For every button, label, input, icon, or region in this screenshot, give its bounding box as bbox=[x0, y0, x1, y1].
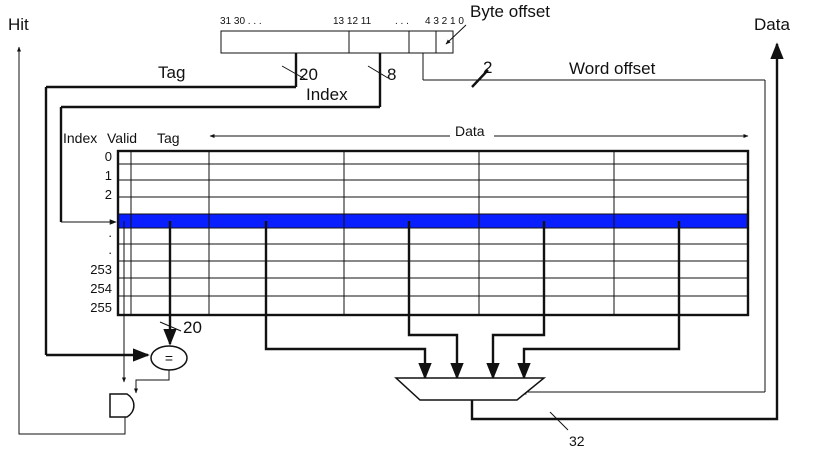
header-index: Index bbox=[63, 130, 97, 146]
address-bits-dots: . . . bbox=[395, 16, 409, 27]
row-index-255: 255 bbox=[90, 300, 112, 315]
compare-tag-width-label: 20 bbox=[183, 318, 202, 337]
row-index-254: 254 bbox=[90, 281, 112, 296]
header-tag: Tag bbox=[157, 130, 180, 146]
data-header-backdrop bbox=[450, 124, 494, 138]
hit-output-line bbox=[17, 46, 126, 435]
word-offset-path bbox=[422, 53, 766, 395]
table-border bbox=[116, 149, 750, 317]
compare-result-line bbox=[134, 370, 170, 394]
address-register bbox=[220, 30, 454, 54]
data-output-line bbox=[470, 42, 784, 421]
and-gate bbox=[109, 393, 135, 418]
comparator-symbol: = bbox=[165, 350, 173, 366]
hit-label: Hit bbox=[8, 15, 29, 34]
address-bits-lower: 4 3 2 1 0 bbox=[425, 16, 464, 27]
cache-table bbox=[116, 149, 750, 317]
word-offset-width-label: 2 bbox=[483, 58, 492, 77]
table-column-lines bbox=[130, 151, 615, 315]
row-index-2: 2 bbox=[105, 187, 112, 202]
address-bits-middle: 13 12 11 bbox=[333, 16, 372, 27]
byte-offset-label: Byte offset bbox=[470, 2, 550, 21]
multiplexer bbox=[394, 377, 547, 401]
data-word-lines bbox=[264, 221, 681, 380]
word-offset-label: Word offset bbox=[569, 59, 656, 78]
tag-field-label: Tag bbox=[158, 63, 185, 82]
data-output-label: Data bbox=[754, 15, 790, 34]
row-index-253: 253 bbox=[90, 262, 112, 277]
table-row-lines bbox=[118, 163, 748, 297]
tag-path bbox=[44, 53, 306, 362]
row-index-1: 1 bbox=[105, 168, 112, 183]
row-index-dot-2: . bbox=[108, 242, 112, 257]
index-path bbox=[59, 53, 389, 225]
row-index-dot-1: . bbox=[108, 225, 112, 240]
stored-tag-path bbox=[159, 221, 182, 346]
data-output-width-tick bbox=[549, 411, 569, 431]
header-data: Data bbox=[455, 123, 485, 139]
tag-width-label: 20 bbox=[299, 65, 318, 84]
row-index-0: 0 bbox=[105, 149, 112, 164]
index-width-label: 8 bbox=[387, 65, 396, 84]
index-field-label: Index bbox=[306, 85, 348, 104]
address-bits-upper: 31 30 . . . bbox=[220, 16, 262, 27]
highlighted-row bbox=[118, 214, 748, 228]
byte-offset-pointer bbox=[445, 24, 467, 45]
mux-output-width-label: 32 bbox=[569, 433, 585, 449]
header-valid: Valid bbox=[107, 130, 137, 146]
row-index-labels: 0 1 2 . . 253 254 255 bbox=[90, 149, 112, 315]
